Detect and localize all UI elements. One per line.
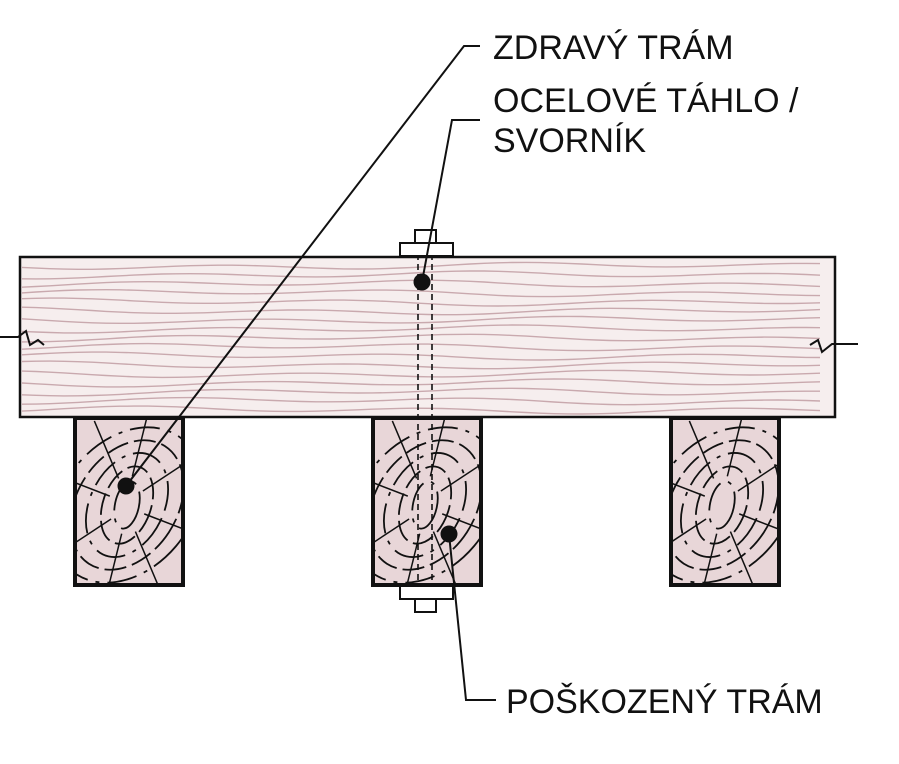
grain-line bbox=[21, 288, 821, 298]
leader-damaged-beam bbox=[448, 533, 496, 701]
joist-3 bbox=[669, 416, 781, 587]
grain-line bbox=[21, 405, 821, 415]
break-mark-left bbox=[0, 329, 45, 347]
leaders bbox=[125, 45, 496, 701]
marker-dot-steel-rod bbox=[413, 273, 431, 291]
label-steel-rod-line2: SVORNÍK bbox=[493, 122, 646, 160]
top-nut bbox=[414, 229, 437, 244]
bottom-washer bbox=[399, 585, 454, 600]
plank-grain bbox=[21, 261, 821, 415]
break-mark-right bbox=[809, 338, 858, 354]
grain-line bbox=[21, 387, 820, 397]
grain-line bbox=[21, 369, 821, 379]
leader-healthy-beam bbox=[125, 45, 480, 487]
grain-line bbox=[21, 324, 821, 334]
joist-2 bbox=[371, 416, 483, 587]
marker-dot-damaged-beam bbox=[440, 525, 458, 543]
grain-line bbox=[21, 315, 821, 324]
grain-line bbox=[21, 351, 821, 361]
joist-1 bbox=[73, 416, 185, 587]
bottom-nut bbox=[414, 598, 437, 613]
grain-line bbox=[21, 378, 821, 388]
grain-line bbox=[21, 297, 821, 307]
grain-line bbox=[21, 261, 821, 270]
grain-line bbox=[21, 270, 821, 280]
grain-line bbox=[21, 396, 821, 406]
label-damaged-beam: POŠKOZENÝ TRÁM bbox=[506, 683, 823, 721]
growth-rings bbox=[673, 420, 777, 583]
joists bbox=[73, 416, 781, 587]
label-steel-rod-line1: OCELOVÉ TÁHLO / bbox=[493, 82, 799, 120]
growth-rings bbox=[375, 420, 479, 583]
grain-line bbox=[21, 333, 821, 343]
grain-line bbox=[21, 306, 821, 316]
grain-line bbox=[21, 342, 821, 352]
marker-dot-healthy-beam bbox=[117, 477, 135, 495]
grain-line bbox=[21, 360, 821, 370]
leader-steel-rod bbox=[421, 119, 480, 283]
label-healthy-beam: ZDRAVÝ TRÁM bbox=[493, 29, 734, 67]
